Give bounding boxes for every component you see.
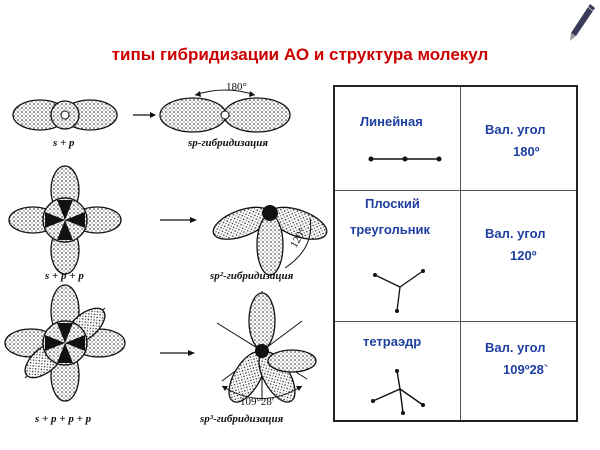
caption-s-p-p-p: s + p + p + p [35, 413, 92, 425]
sp3-orbital-left [4, 284, 126, 402]
geometry-table: Линейная Вал. угол 180º Плоский треуголь… [333, 85, 578, 422]
table-row-divider [335, 321, 576, 322]
arrow-row2 [160, 217, 197, 223]
page-title: типы гибридизации АО и структура молекул [111, 45, 489, 64]
tetrahedral-shape-icon [371, 369, 425, 415]
caption-sp2-hybrid: sp²-гибридизация [210, 270, 294, 282]
angle-109: 109°28' [240, 396, 274, 408]
table-vertical-divider [460, 87, 461, 420]
shape-tetrahedral: тетраэдр [363, 334, 422, 349]
trigonal-shape-icon [373, 269, 425, 313]
table-row-divider [335, 190, 576, 191]
shape-planar-line2: треугольник [350, 222, 431, 237]
caption-s-p: s + p [53, 137, 75, 149]
sp-orbital-left [12, 99, 118, 131]
arrow-row3 [160, 350, 195, 356]
caption-sp3-hybrid: sp³-гибридизация [200, 413, 284, 425]
pen-icon [566, 2, 596, 47]
angle-180: 180° [226, 81, 247, 93]
shape-linear: Линейная [360, 114, 423, 129]
caption-sp-hybrid: sp-гибридизация [188, 137, 268, 149]
sp3-orbital-right [216, 291, 317, 403]
arrow-row1 [133, 112, 156, 118]
shape-planar-line1: Плоский [365, 196, 420, 211]
caption-s-p-p: s + p + p [45, 270, 84, 282]
linear-shape-icon [368, 156, 442, 162]
sp2-orbital-right [212, 205, 328, 276]
sp-orbital-right [159, 89, 291, 133]
angle-label-3: Вал. угол [485, 340, 546, 355]
angle-value-2: 120º [510, 248, 537, 263]
sp2-orbital-left [8, 165, 122, 275]
angle-value-1: 180º [513, 144, 540, 159]
angle-value-3: 109º28` [503, 362, 549, 377]
orbital-diagrams [4, 89, 328, 403]
angle-label-1: Вал. угол [485, 122, 546, 137]
angle-label-2: Вал. угол [485, 226, 546, 241]
